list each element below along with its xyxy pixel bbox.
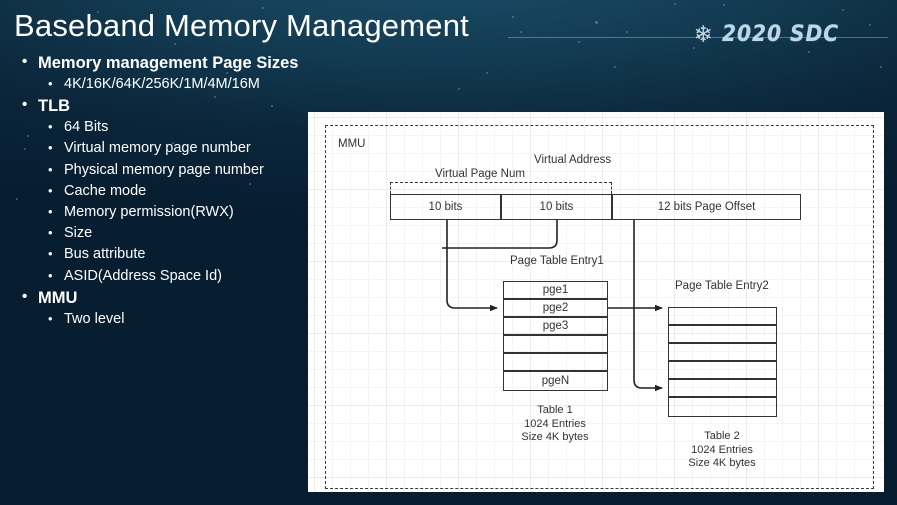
bullet-list: Memory management Page Sizes 4K/16K/64K/…	[16, 51, 316, 330]
virtual-page-num-bracket	[390, 182, 612, 194]
table1-row	[503, 335, 608, 353]
bullet-l2: ASID(Address Space Id)	[40, 265, 316, 287]
logo-text: 2020 SDC	[721, 22, 839, 47]
bullet-l2: Cache mode	[40, 180, 316, 202]
table1-row: pgeN	[503, 371, 608, 391]
table1-row: pge3	[503, 317, 608, 335]
bullet-l2: 64 Bits	[40, 116, 316, 138]
table2-row	[668, 379, 777, 397]
page-table-entry2-title: Page Table Entry2	[675, 280, 769, 292]
table1-row: pge1	[503, 281, 608, 299]
virtual-address-label: Virtual Address	[534, 154, 612, 166]
title-underline	[508, 37, 888, 38]
bullet-l2: Physical memory page number	[40, 159, 316, 181]
page-table-entry1-title: Page Table Entry1	[510, 255, 604, 267]
mmu-boundary	[325, 125, 874, 489]
diagram-panel: MMU Virtual Address Virtual Page Num 10 …	[308, 112, 884, 492]
bullet-l1: TLB	[16, 94, 316, 117]
snowflake-icon: ❄	[693, 21, 713, 47]
bullet-l2: 4K/16K/64K/256K/1M/4M/16M	[40, 73, 316, 95]
table1-row: pge2	[503, 299, 608, 317]
page-title: Baseband Memory Management	[14, 8, 469, 43]
bullet-l1: Memory management Page Sizes	[16, 51, 316, 74]
table2-caption: Table 2 1024 Entries Size 4K bytes	[688, 430, 756, 469]
address-field-page-offset: 12 bits Page Offset	[612, 194, 801, 220]
table2-row	[668, 361, 777, 379]
bullet-l2: Two level	[40, 308, 316, 330]
bullet-l2: Virtual memory page number	[40, 137, 316, 159]
table2-row	[668, 397, 777, 417]
mmu-label: MMU	[338, 138, 366, 150]
table1-row	[503, 353, 608, 371]
table2-row	[668, 307, 777, 325]
bullet-l2: Bus attribute	[40, 243, 316, 265]
table2-row	[668, 325, 777, 343]
address-field-vpn2: 10 bits	[501, 194, 612, 220]
table2-row	[668, 343, 777, 361]
table1-caption: Table 1 1024 Entries Size 4K bytes	[521, 404, 589, 443]
address-field-vpn1: 10 bits	[390, 194, 501, 220]
bullet-l2: Size	[40, 222, 316, 244]
event-logo: ❄ 2020 SDC	[694, 22, 849, 47]
bullet-l2: Memory permission(RWX)	[40, 201, 316, 223]
bullet-l1: MMU	[16, 286, 316, 309]
virtual-page-num-label: Virtual Page Num	[435, 168, 525, 180]
